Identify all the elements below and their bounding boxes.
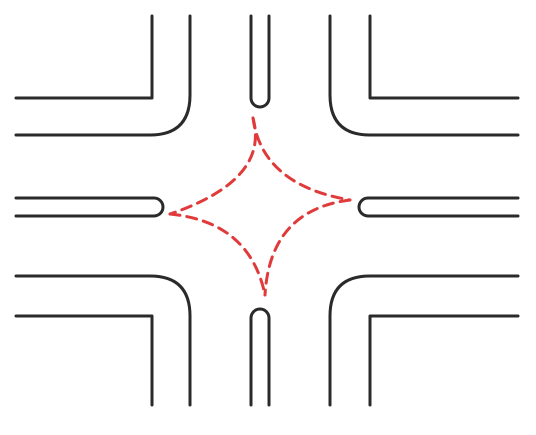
median-bottom — [249, 307, 271, 407]
curb-top-right-inner — [368, 14, 520, 100]
curb-bottom-right-outer — [328, 274, 520, 407]
curb-top-left-outer — [14, 14, 192, 137]
median-top — [249, 14, 271, 109]
curb-bottom-left-outer — [14, 274, 192, 407]
curb-bottom-right-inner — [368, 314, 520, 407]
turn-path-bottom-left — [168, 212, 267, 297]
turn-path-top-right — [251, 116, 352, 202]
turn-path-bottom-right — [263, 198, 352, 297]
curb-bottom-left-inner — [14, 314, 154, 407]
turn-path-top-left — [168, 116, 257, 216]
median-right — [357, 196, 520, 218]
curb-top-right-outer — [328, 14, 520, 137]
curb-top-left-inner — [14, 14, 154, 100]
median-left — [14, 196, 165, 218]
